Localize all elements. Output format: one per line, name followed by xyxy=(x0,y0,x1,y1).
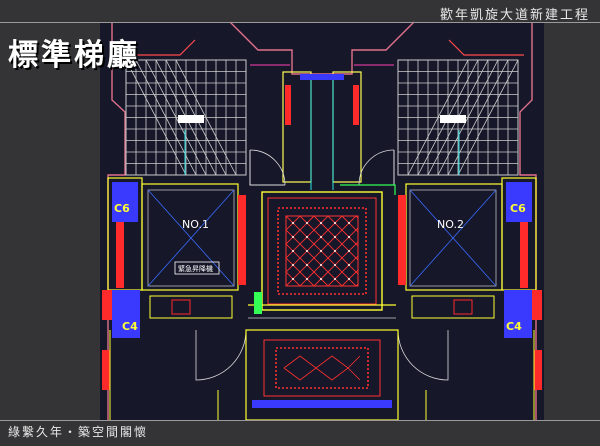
elevator-no1 xyxy=(102,177,246,338)
header-rule xyxy=(0,22,600,23)
column-tag-c4-left: C4 xyxy=(122,320,138,333)
project-name: 歡年凱旋大道新建工程 xyxy=(439,8,590,23)
lobby-floor-pattern xyxy=(261,191,383,311)
page-title: 標準梯廳 xyxy=(8,38,140,73)
footer-slogan: 綠繫久年・築空間閣懷 xyxy=(8,425,149,439)
stair-left xyxy=(120,39,290,176)
elevator-no2 xyxy=(398,177,542,338)
cad-canvas xyxy=(100,22,544,420)
column-tag-c6-right: C6 xyxy=(510,202,526,215)
central-shaft xyxy=(249,71,396,195)
column-tag-c6-left: C6 xyxy=(114,202,130,215)
side-fixtures xyxy=(102,330,542,420)
elevator-no2-label: NO.2 xyxy=(437,218,464,231)
column-tag-c4-right: C4 xyxy=(506,320,522,333)
footer-rule xyxy=(0,420,600,421)
lobby-doors xyxy=(195,292,449,420)
elevator-no1-label: NO.1 xyxy=(182,218,209,231)
corridor-floor-pattern xyxy=(245,329,399,421)
emergency-elevator-label: 緊急昇降機 xyxy=(178,264,213,273)
stair-right xyxy=(354,39,524,176)
